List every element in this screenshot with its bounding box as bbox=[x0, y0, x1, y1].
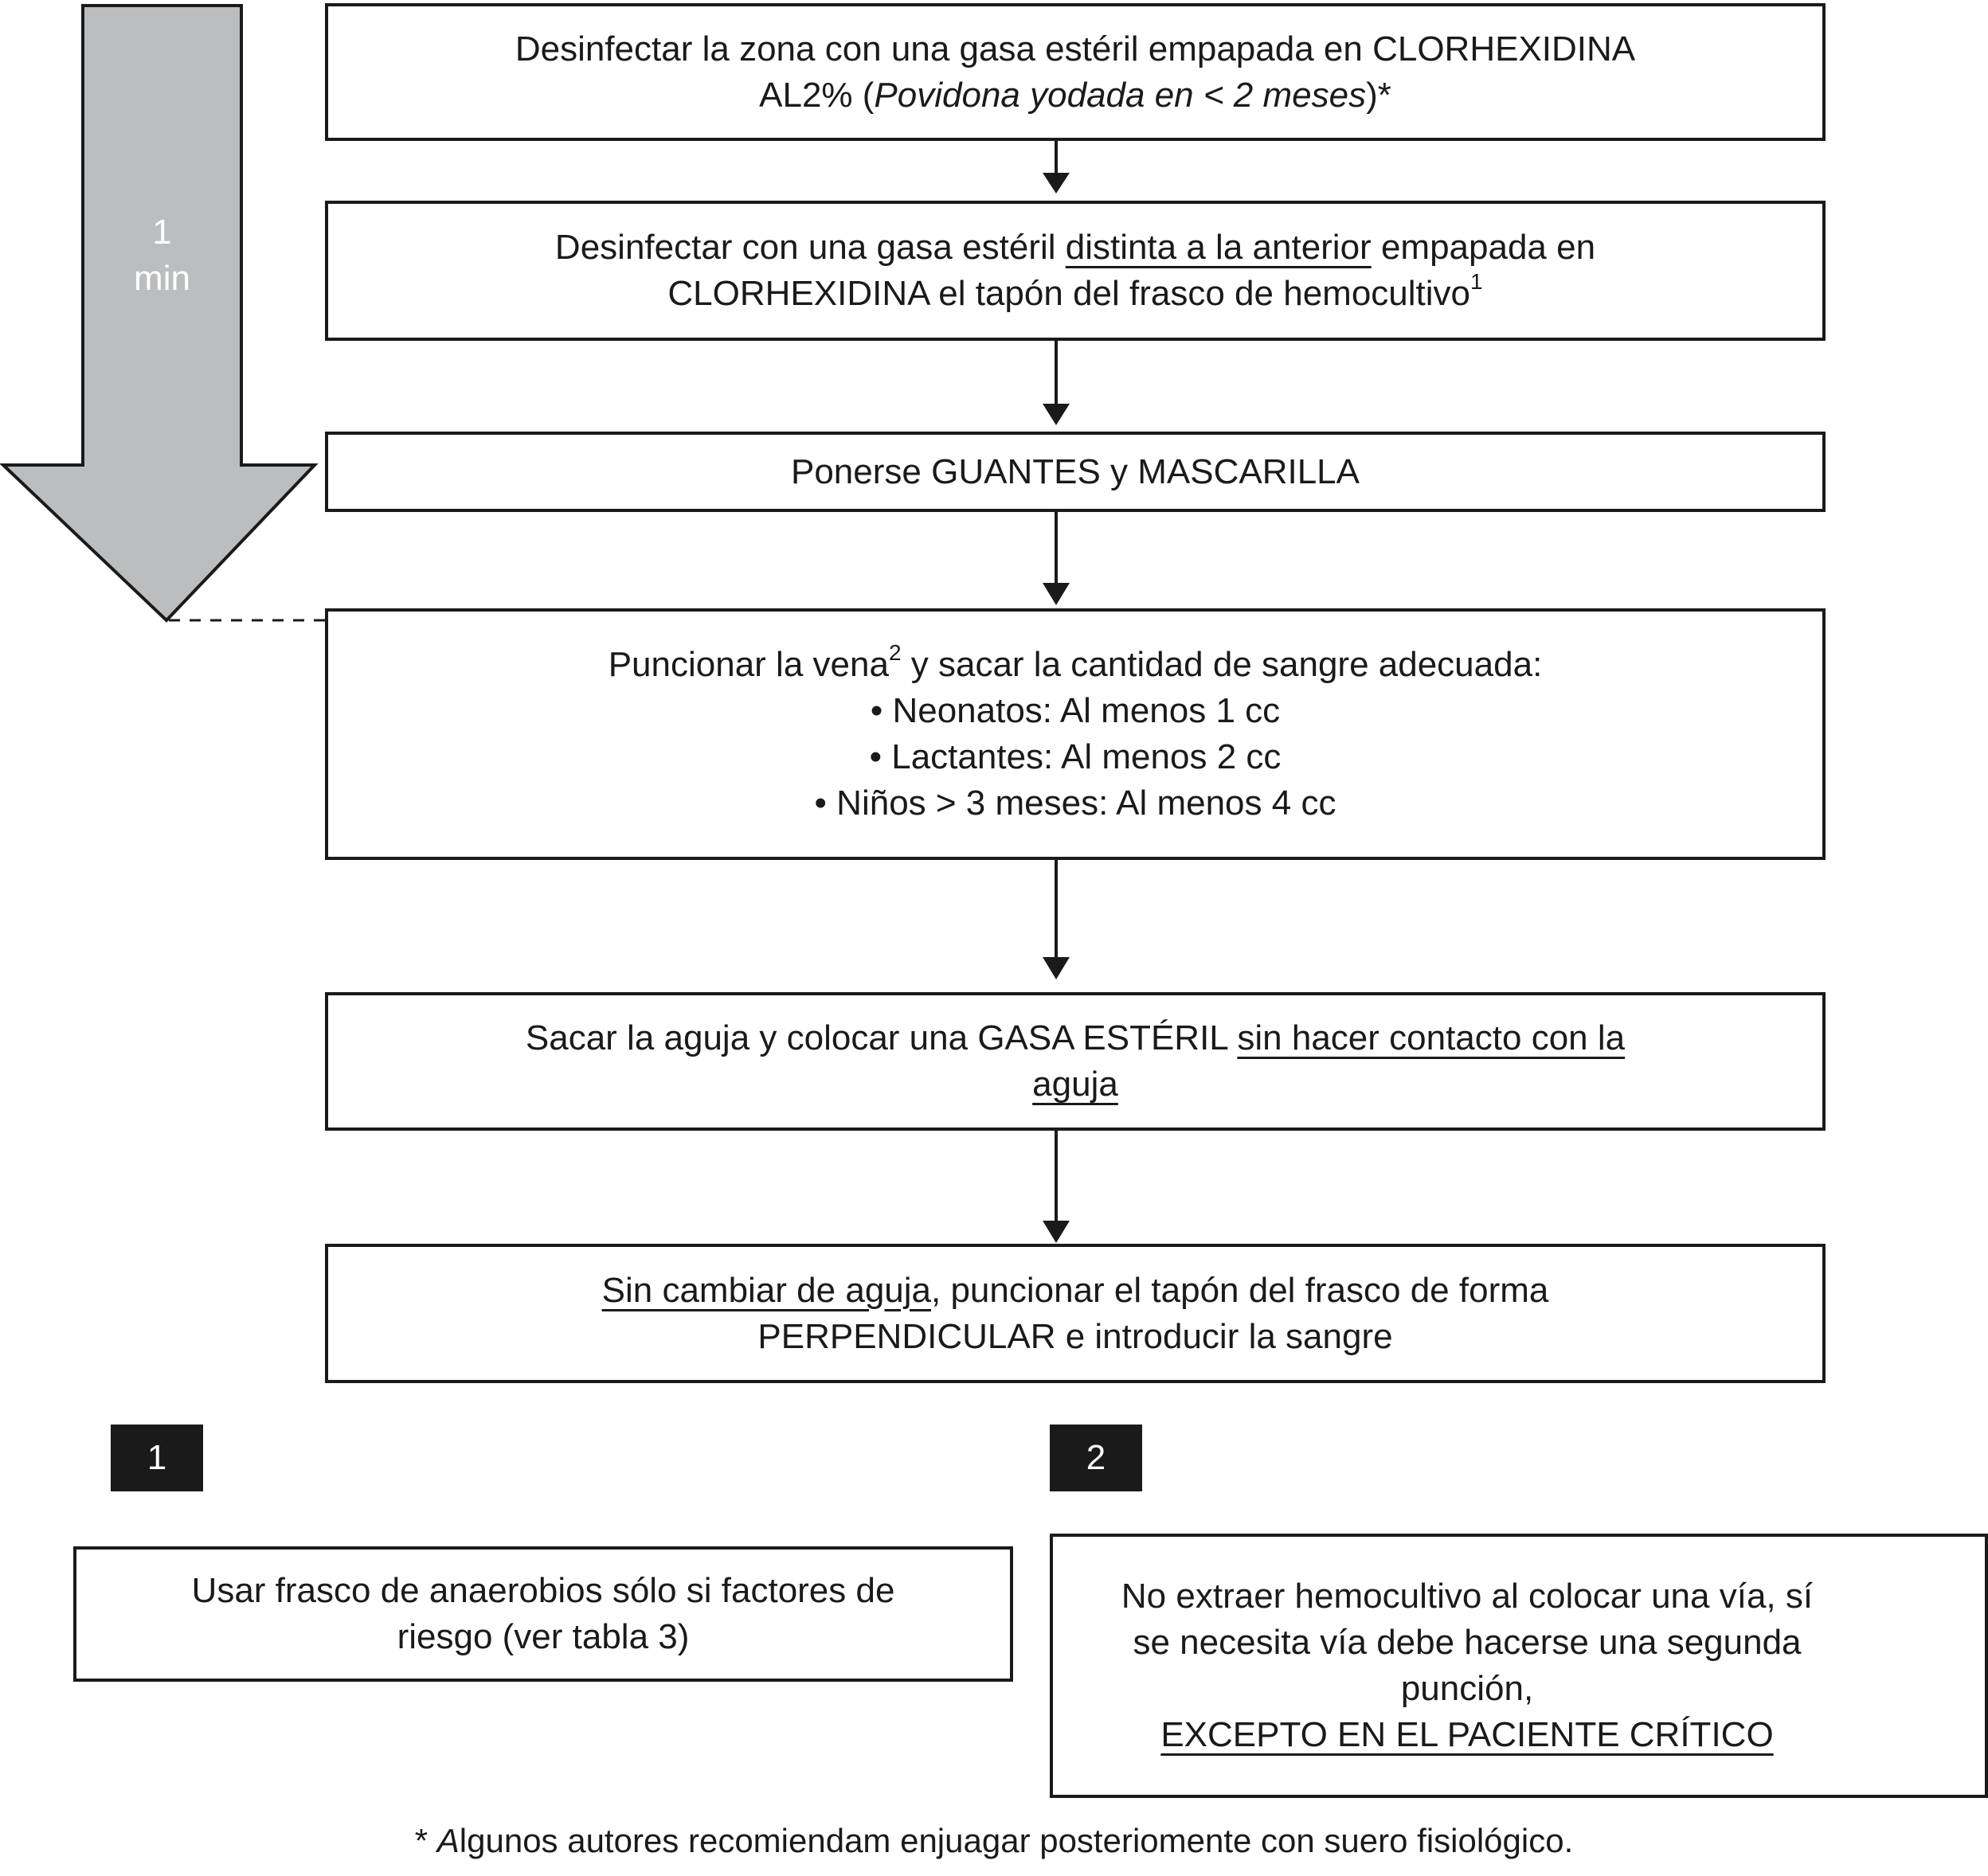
footnote-ref-1: 1 bbox=[1470, 269, 1483, 294]
bullet-item: Lactantes: Al menos 2 cc bbox=[870, 734, 1281, 780]
note-tag-2: 2 bbox=[1050, 1425, 1142, 1491]
bullet-item: Niños > 3 meses: Al menos 4 cc bbox=[815, 780, 1336, 827]
time-arrow bbox=[0, 4, 319, 623]
step-6-box: Sin cambiar de aguja, puncionar el tapón… bbox=[325, 1244, 1826, 1383]
step-1-box: Desinfectar la zona con una gasa estéril… bbox=[325, 3, 1826, 141]
note-2-box: No extraer hemocultivo al colocar una ví… bbox=[1050, 1534, 1988, 1798]
step-3-box: Ponerse GUANTES y MASCARILLA bbox=[325, 432, 1826, 512]
note-tag-1: 1 bbox=[111, 1425, 203, 1491]
timer-label: 1 min bbox=[134, 213, 190, 298]
step-2-box: Desinfectar con una gasa estéril distint… bbox=[325, 201, 1826, 341]
connector-3-4 bbox=[1043, 512, 1070, 605]
bullet-item: Neonatos: Al menos 1 cc bbox=[871, 688, 1280, 734]
connector-1-2 bbox=[1043, 141, 1070, 193]
connector-2-3 bbox=[1043, 341, 1070, 425]
footnote: * Algunos autores recomiendam enjuagar p… bbox=[414, 1822, 1574, 1859]
connector-5-6 bbox=[1043, 1131, 1070, 1243]
step-5-box: Sacar la aguja y colocar una GASA ESTÉRI… bbox=[325, 992, 1826, 1131]
step-4-box: Puncionar la vena2 y sacar la cantidad d… bbox=[325, 608, 1826, 860]
note-1-box: Usar frasco de anaerobios sólo si factor… bbox=[73, 1546, 1013, 1682]
footnote-ref-2: 2 bbox=[888, 640, 902, 665]
connector-4-5 bbox=[1043, 860, 1070, 979]
